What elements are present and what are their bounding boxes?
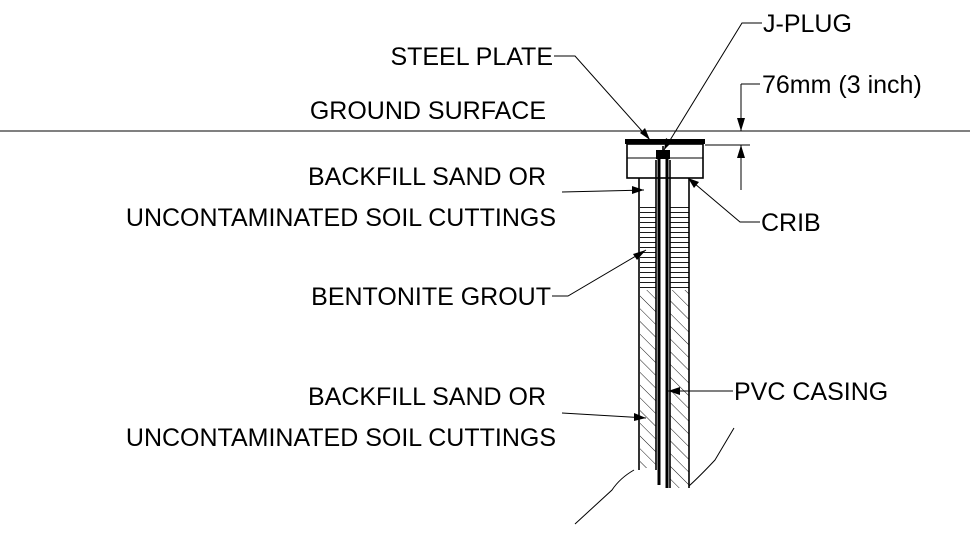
arrow-j-plug bbox=[664, 138, 672, 150]
label-backfill-lower-line2: UNCONTAMINATED SOIL CUTTINGS bbox=[126, 424, 556, 452]
arrow-pvc-casing bbox=[668, 387, 680, 395]
arrow-bentonite bbox=[633, 250, 646, 260]
j-plug bbox=[656, 150, 670, 159]
arrow-backfill-lower bbox=[634, 413, 646, 421]
leader-steel-plate bbox=[554, 55, 651, 141]
leader-bentonite bbox=[552, 249, 647, 297]
arrow-crib bbox=[688, 178, 699, 188]
crib-inner bbox=[626, 157, 704, 179]
arrow-backfill-upper bbox=[632, 186, 644, 194]
bentonite-grout-right bbox=[670, 205, 689, 290]
label-backfill-upper-line2: UNCONTAMINATED SOIL CUTTINGS bbox=[126, 204, 556, 232]
leader-backfill-upper bbox=[561, 189, 645, 193]
label-pvc-casing: PVC CASING bbox=[734, 378, 888, 406]
leader-backfill-lower bbox=[561, 412, 647, 419]
break-line-right bbox=[688, 427, 735, 487]
label-backfill-lower-line1: BACKFILL SAND OR bbox=[308, 383, 546, 411]
label-dimension: 76mm (3 inch) bbox=[762, 71, 922, 99]
label-crib: CRIB bbox=[761, 209, 821, 237]
break-line-left bbox=[574, 469, 635, 525]
arrow-steel-plate bbox=[640, 128, 650, 140]
steel-plate bbox=[625, 139, 705, 144]
leader-j-plug bbox=[663, 22, 762, 151]
label-backfill-upper-line1: BACKFILL SAND OR bbox=[308, 163, 546, 191]
dimension-arrow-up bbox=[737, 145, 745, 158]
bentonite-grout-left bbox=[640, 205, 656, 290]
label-ground-surface: GROUND SURFACE bbox=[310, 97, 546, 125]
label-bentonite-grout: BENTONITE GROUT bbox=[311, 283, 551, 311]
label-j-plug: J-PLUG bbox=[763, 10, 852, 38]
dimension-arrow-down bbox=[737, 118, 745, 131]
leader-crib bbox=[687, 177, 760, 223]
label-steel-plate: STEEL PLATE bbox=[390, 43, 553, 71]
